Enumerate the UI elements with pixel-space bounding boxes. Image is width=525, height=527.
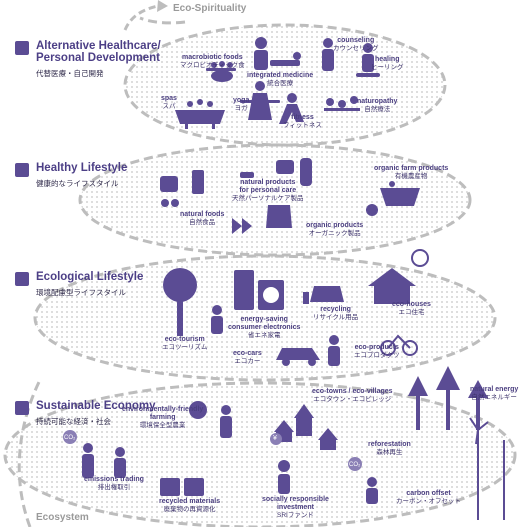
recycling-icon	[303, 286, 344, 304]
top-arrow	[123, 0, 168, 31]
tier-title: Ecological Lifestyle	[36, 271, 144, 283]
tier-subtitle: 健康的なライフスタイル	[36, 179, 119, 188]
tier-title: Healthy Lifestyle	[36, 162, 128, 174]
yen-badge-text: ¥	[273, 435, 277, 442]
heart-icon	[15, 41, 29, 55]
eco-house-icon	[368, 268, 416, 304]
tier-subtitle: 環境配慮型ライフスタイル	[36, 288, 126, 297]
spa-bathtub-icon	[175, 99, 225, 129]
yoga-icon	[240, 81, 280, 120]
eco-car-icon	[276, 335, 340, 366]
spiral-path	[3, 16, 517, 527]
tier-title: Alternative Healthcare/Personal Developm…	[36, 40, 161, 64]
personal-care-icon	[240, 158, 312, 186]
integrated-medicine-icon	[254, 37, 301, 70]
fork-knife-icon	[15, 163, 29, 177]
wind-turbine-icon	[469, 417, 505, 520]
eco-tourism-tree-icon	[163, 268, 223, 336]
sun-icon	[411, 249, 429, 267]
eco-town-icon	[274, 404, 338, 450]
farming-icon	[189, 401, 232, 438]
tier-title: Sustainable Economy	[36, 400, 156, 412]
sri-icon	[278, 460, 290, 494]
forest-icon	[408, 366, 488, 430]
co2-badge-text: CO₂	[349, 462, 361, 468]
tier-subtitle: 持続可能な経済・社会	[36, 417, 111, 426]
organic-products-icon	[232, 205, 292, 234]
ecosystem-label: Ecosystem	[36, 512, 89, 523]
naturopathy-icon	[324, 96, 360, 111]
healing-icon	[356, 43, 380, 77]
recycled-materials-icon	[160, 478, 204, 496]
counseling-icon	[322, 38, 334, 71]
tier-subtitle: 代替医療・自己開発	[36, 69, 104, 78]
macrobiotic-foods-icon	[206, 61, 236, 82]
carbon-offset-icon	[366, 477, 378, 504]
energy-saving-icon	[234, 270, 284, 310]
bars-icon	[15, 272, 29, 286]
eco-spirituality-label: Eco-Spirituality	[173, 3, 247, 14]
natural-foods-icon	[160, 170, 204, 207]
co2-badge-icon	[63, 430, 362, 471]
fitness-icon	[279, 93, 304, 124]
co2-badge-text: CO₂	[64, 435, 76, 441]
globe-icon	[15, 401, 29, 415]
organic-farm-icon	[366, 181, 420, 216]
emissions-trading-icon	[82, 443, 126, 478]
bicycle-icon	[380, 334, 418, 356]
yen-badge-icon	[270, 433, 282, 445]
